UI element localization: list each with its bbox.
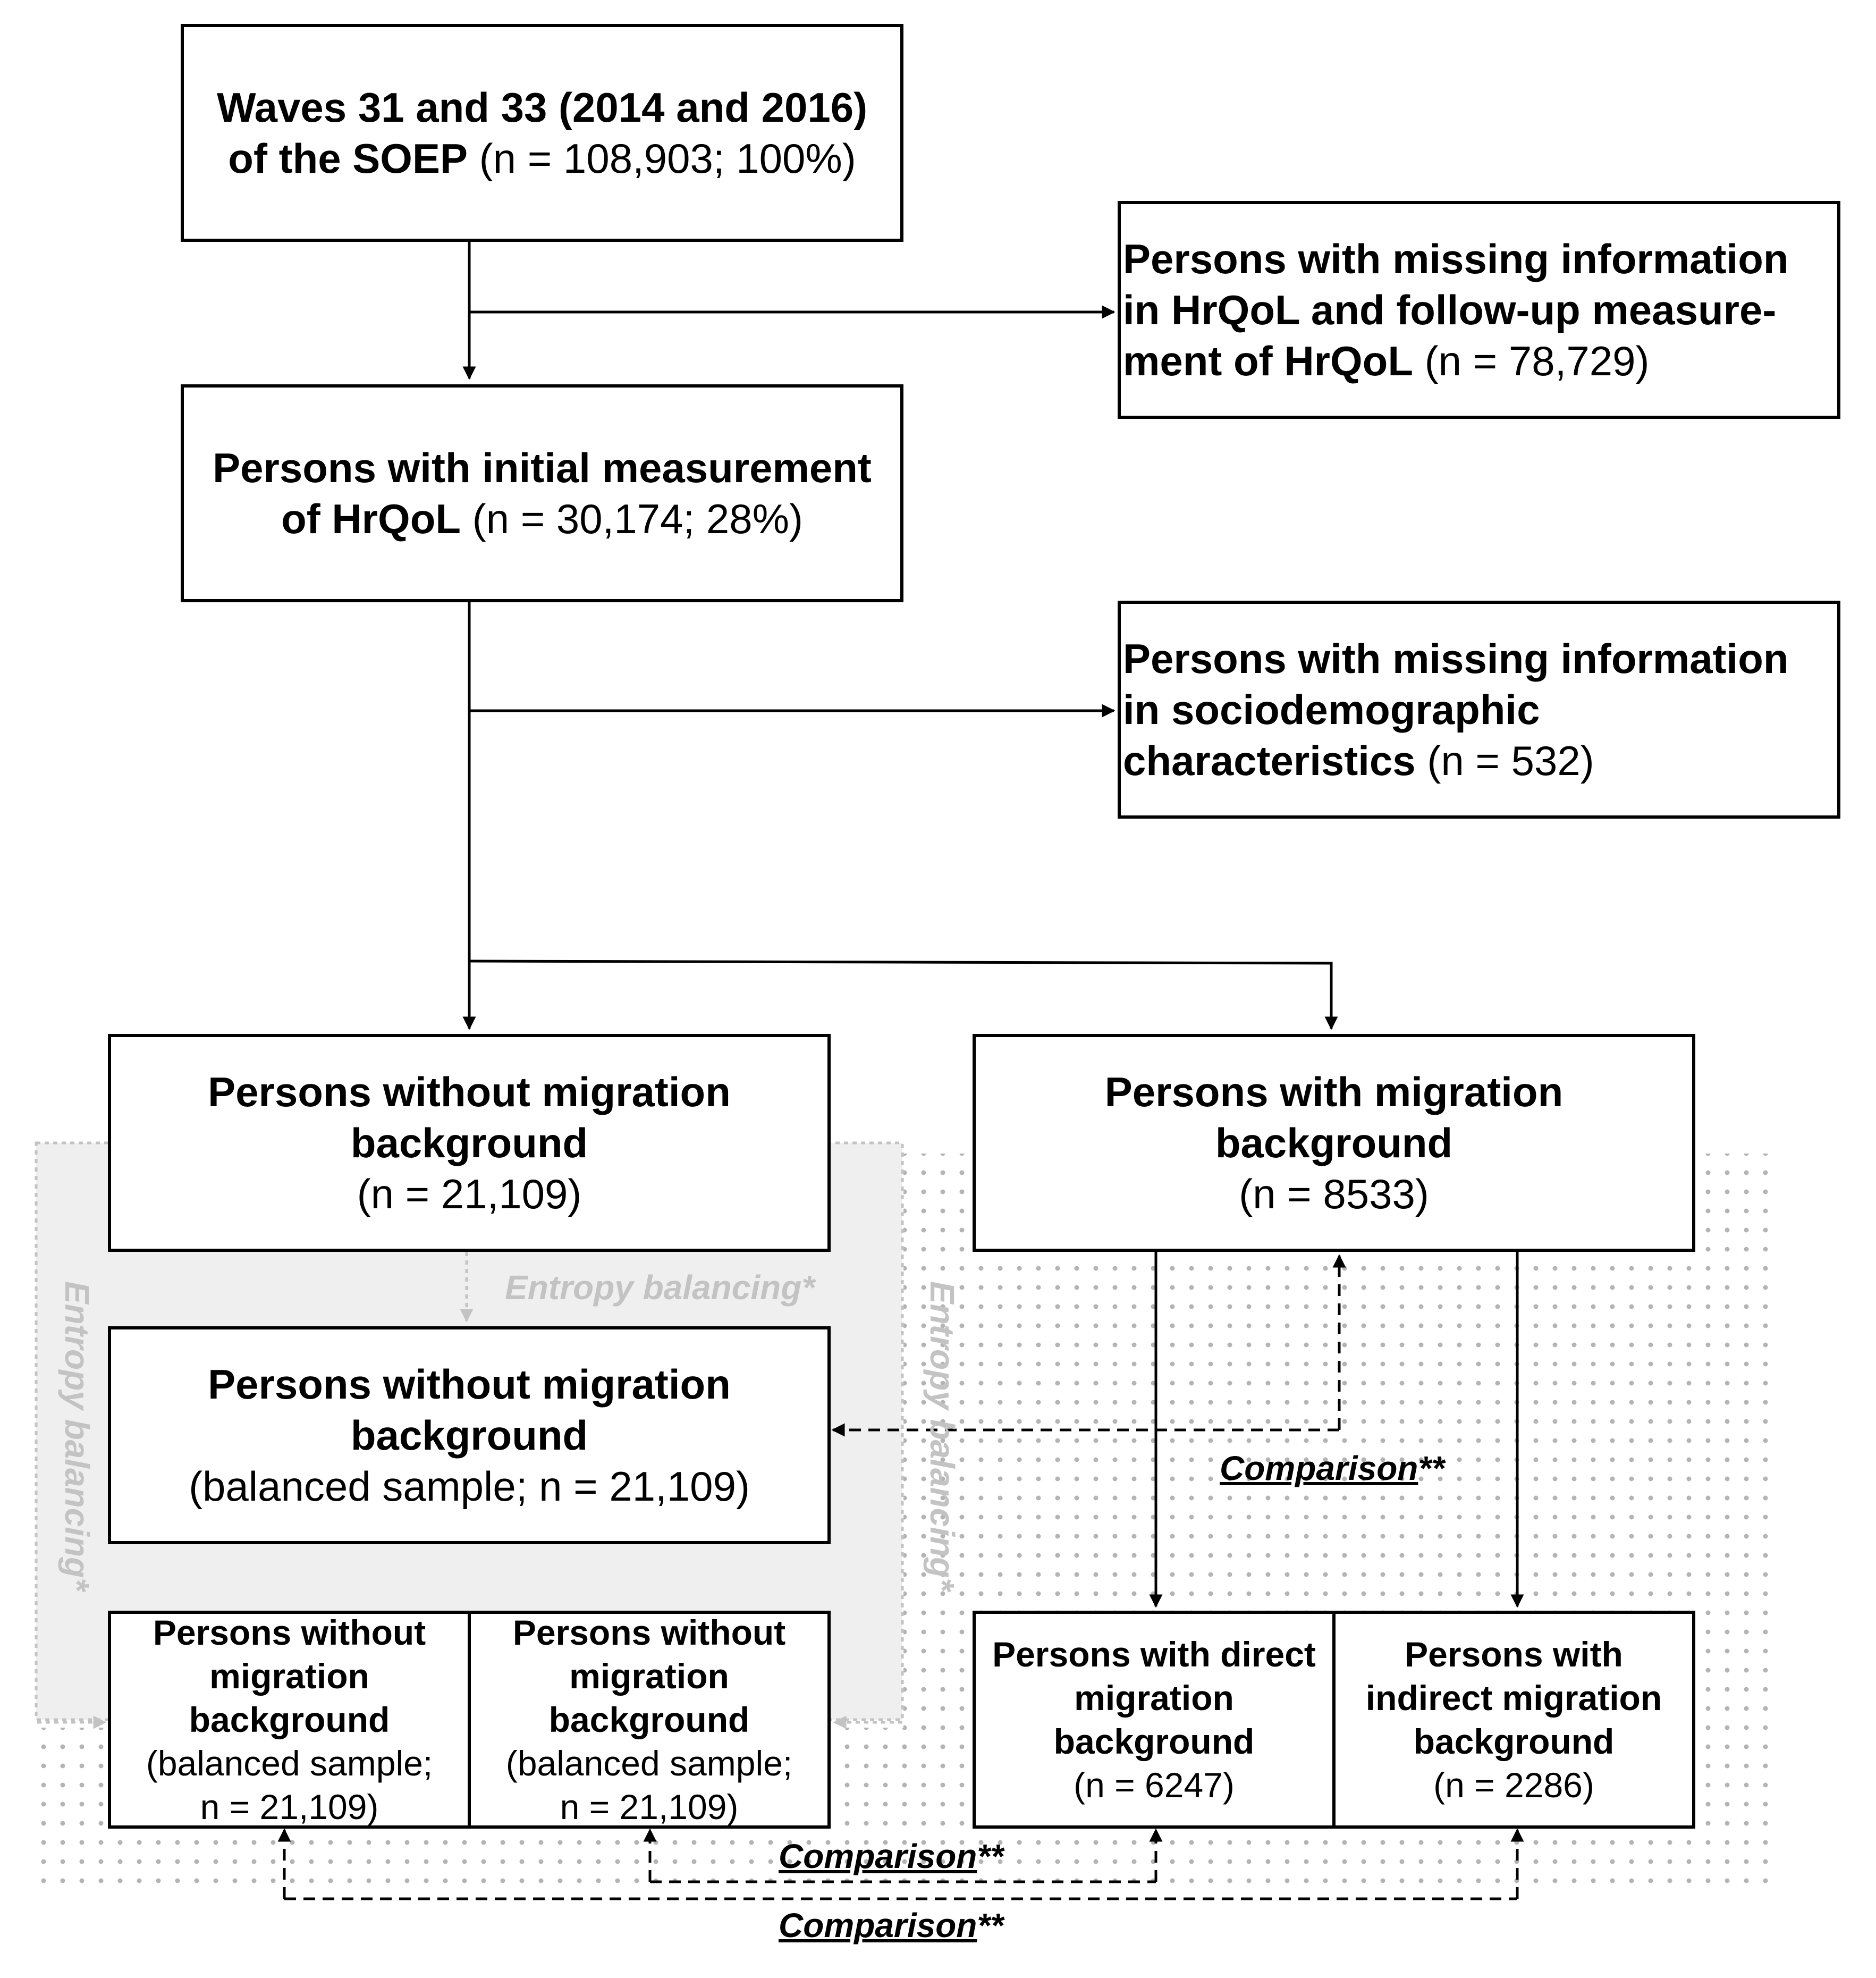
direct-line3: background: [1053, 1722, 1255, 1761]
initial-line1: Persons with initial measurement: [213, 444, 872, 491]
without-line2: background: [350, 1120, 588, 1166]
missing-hrqol-line2: in HrQoL and follow-up measure-: [1123, 287, 1777, 333]
soep-count: (n = 108,903; 100%): [468, 135, 856, 182]
comparison-mid-suffix: **: [1418, 1449, 1445, 1487]
indirect-line2: indirect migration: [1365, 1678, 1662, 1718]
label-comparison-bottom2: Comparison**: [779, 1906, 1003, 1945]
initial-line2: of HrQoL: [281, 495, 461, 542]
box-without-balanced-pair: Persons without migration background (ba…: [108, 1611, 831, 1829]
missing-socio-line3: characteristics: [1123, 737, 1416, 784]
label-comparison-bottom1: Comparison**: [779, 1837, 1003, 1876]
bal-b-line4: (balanced sample;: [505, 1744, 793, 1783]
indirect-count: (n = 2286): [1433, 1765, 1594, 1805]
bal-b-line3: background: [548, 1700, 750, 1739]
bal-a-line4: (balanced sample;: [146, 1744, 433, 1783]
bal-a-line2: migration: [209, 1656, 369, 1696]
bal-b-line2: migration: [569, 1656, 729, 1696]
without-balanced-line2: background: [350, 1412, 588, 1459]
comparison-bottom2-suffix: **: [977, 1906, 1004, 1945]
indirect-line1: Persons with: [1405, 1635, 1623, 1674]
cell-without-balanced-b: Persons without migration background (ba…: [468, 1613, 827, 1827]
missing-socio-count: (n = 532): [1415, 737, 1594, 784]
with-line1: Persons with migration: [1104, 1068, 1564, 1115]
box-without-balanced: Persons without migration background (ba…: [108, 1326, 831, 1544]
bal-a-line3: background: [189, 1700, 390, 1739]
cell-indirect-migration: Persons with indirect migration backgrou…: [1332, 1614, 1692, 1825]
with-count: (n = 8533): [1239, 1171, 1429, 1217]
bal-b-count: n = 21,109): [560, 1787, 739, 1827]
label-entropy-horizontal: Entropy balancing*: [505, 1268, 815, 1307]
comparison-bottom2-text: Comparison: [779, 1906, 977, 1945]
box-soep-waves: Waves 31 and 33 (2014 and 2016) of the S…: [181, 24, 903, 242]
direct-line1: Persons with direct: [992, 1635, 1316, 1674]
missing-socio-line2: in sociodemographic: [1123, 686, 1540, 733]
direct-line2: migration: [1074, 1678, 1234, 1718]
box-with-migration: Persons with migration background (n = 8…: [973, 1034, 1695, 1252]
box-without-migration: Persons without migration background (n …: [108, 1034, 831, 1252]
indirect-line3: background: [1413, 1722, 1615, 1761]
comparison-mid-text: Comparison: [1220, 1449, 1418, 1487]
missing-socio-line1: Persons with missing information: [1123, 635, 1789, 682]
label-entropy-vertical-left: Entropy balancing*: [58, 1281, 96, 1592]
missing-hrqol-line1: Persons with missing information: [1123, 235, 1789, 282]
box-initial-measurement: Persons with initial measurement of HrQo…: [181, 384, 903, 602]
with-line2: background: [1215, 1120, 1453, 1166]
box-missing-socio: Persons with missing information in soci…: [1118, 601, 1840, 819]
missing-hrqol-count: (n = 78,729): [1413, 338, 1650, 384]
soep-title-line2: of the SOEP: [228, 135, 468, 182]
missing-hrqol-line3: ment of HrQoL: [1123, 338, 1413, 384]
without-line1: Persons without migration: [208, 1068, 731, 1115]
bal-a-count: n = 21,109): [200, 1787, 379, 1827]
bal-a-line1: Persons without: [153, 1613, 426, 1652]
box-direct-indirect-pair: Persons with direct migration background…: [973, 1611, 1695, 1829]
box-missing-hrqol: Persons with missing information in HrQo…: [1118, 201, 1840, 419]
without-count: (n = 21,109): [357, 1171, 582, 1217]
soep-title-line1: Waves 31 and 33 (2014 and 2016): [216, 84, 868, 131]
without-balanced-line1: Persons without migration: [208, 1361, 731, 1408]
line-branch-with: [469, 959, 1338, 1030]
label-entropy-vertical-right: Entropy balancing*: [923, 1281, 961, 1592]
initial-count: (n = 30,174; 28%): [461, 495, 803, 542]
cell-without-balanced-a: Persons without migration background (ba…: [111, 1613, 468, 1827]
comparison-bottom1-text: Comparison: [779, 1837, 977, 1875]
bal-b-line1: Persons without: [512, 1613, 786, 1652]
comparison-bottom1-suffix: **: [977, 1837, 1004, 1875]
cell-direct-migration: Persons with direct migration background…: [976, 1614, 1332, 1825]
direct-count: (n = 6247): [1074, 1765, 1235, 1805]
without-balanced-count: (balanced sample; n = 21,109): [189, 1463, 750, 1510]
label-comparison-mid: Comparison**: [1220, 1449, 1444, 1488]
